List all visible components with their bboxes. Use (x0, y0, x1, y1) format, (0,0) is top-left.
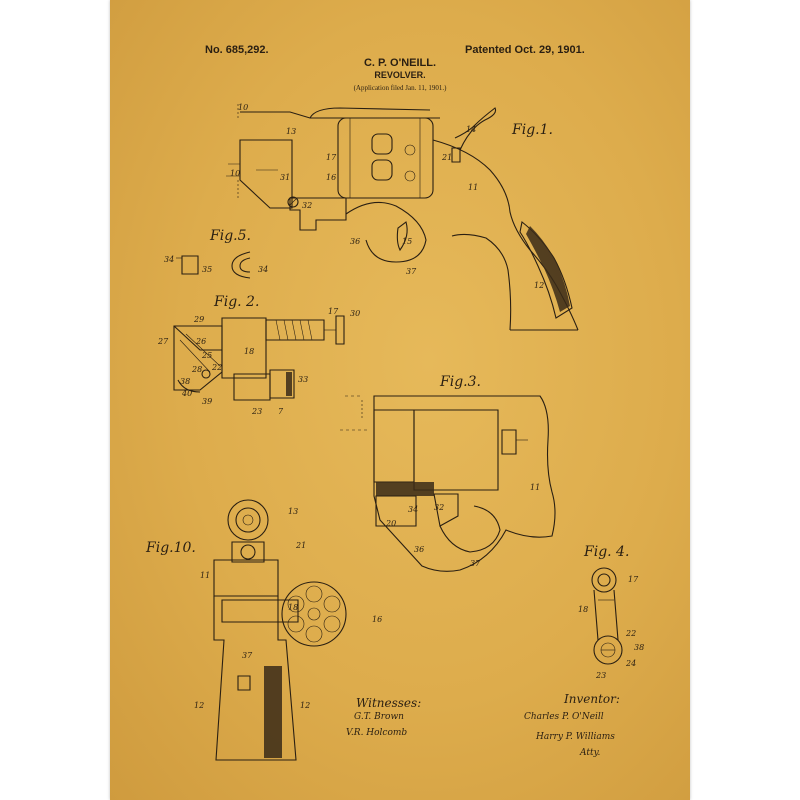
fig1-reference-numeral: 12 (534, 281, 544, 290)
fig2-reference-numeral: 26 (195, 337, 206, 346)
patent-title: REVOLVER. (374, 70, 426, 80)
fig5-reference-numeral: 34 (258, 265, 268, 274)
fig10-reference-numeral: 21 (295, 541, 306, 550)
fig2-reference-numeral: 39 (202, 397, 212, 406)
fig10-drawing (214, 500, 346, 760)
inventor-name: C. P. O'NEILL. (363, 57, 437, 69)
witness-signature-1: G.T. Brown (354, 712, 404, 722)
fig2-reference-numeral: 27 (157, 337, 169, 346)
patent-number: No. 685,292. (205, 44, 269, 56)
fig1-reference-numeral: 13 (286, 127, 296, 136)
inventor-signature: Charles P. O'Neill (524, 712, 604, 722)
fig2-reference-numeral: 18 (244, 347, 254, 356)
fig2-label: Fig. 2. (214, 294, 260, 310)
fig1-reference-numeral: 11 (468, 183, 478, 192)
fig2-reference-numeral: 17 (328, 307, 339, 316)
application-date: (Application filed Jan. 11, 1901.) (353, 84, 447, 92)
patent-drawings: 10 13 14 17 16 21 31 32 11 36 15 37 12 10 34 35 34 29 18 17… (157, 103, 644, 800)
fig10-reference-numeral: 18 (288, 603, 298, 612)
patent-date: Patented Oct. 29, 1901. (465, 44, 585, 56)
fig2-reference-numeral: 30 (350, 309, 360, 318)
fig10-reference-numeral: 37 (242, 651, 253, 660)
fig4-reference-numeral: 38 (634, 643, 644, 652)
fig1-reference-numeral: 31 (280, 173, 290, 182)
inventor-label: Inventor: (564, 692, 620, 706)
fig10-reference-numeral: 11 (200, 571, 210, 580)
fig2-drawing (174, 316, 344, 400)
fig5-reference-numeral: 35 (202, 265, 212, 274)
fig1-reference-numeral: 17 (326, 153, 337, 162)
fig1-reference-numeral: 36 (350, 237, 360, 246)
fig3-reference-numeral: 36 (414, 545, 424, 554)
fig1-reference-numeral: 16 (326, 173, 336, 182)
witnesses-label: Witnesses: (356, 696, 422, 710)
fig4-reference-numeral: 22 (625, 629, 636, 638)
fig10-reference-numeral: 16 (372, 615, 382, 624)
fig1-reference-numeral: 14 (466, 125, 476, 134)
fig2-reference-numeral: 40 (181, 389, 192, 398)
fig4-reference-numeral: 24 (625, 659, 636, 668)
fig2-reference-numeral: 25 (201, 351, 212, 360)
fig5-label: Fig.5. (210, 228, 251, 244)
fig1-reference-numeral: 10 (230, 169, 240, 178)
fig4-reference-numeral: 18 (578, 605, 588, 614)
fig3-drawing (340, 396, 555, 571)
fig1-reference-numeral: 21 (441, 153, 452, 162)
fig10-reference-numeral: 13 (288, 507, 298, 516)
fig2-reference-numeral: 29 (193, 315, 204, 324)
fig3-reference-numeral: 37 (470, 559, 481, 568)
fig2-reference-numeral: 7 (278, 407, 284, 416)
attorney-title: Atty. (580, 748, 601, 758)
fig3-reference-numeral: 32 (434, 503, 444, 512)
patent-sheet: No. 685,292. Patented Oct. 29, 1901. C. … (110, 0, 690, 800)
fig10-reference-numeral: 12 (300, 701, 310, 710)
fig10-reference-numeral: 12 (194, 701, 204, 710)
fig1-reference-numeral: 32 (302, 201, 312, 210)
fig3-label: Fig.3. (440, 374, 481, 390)
fig1-reference-numeral: 37 (406, 267, 417, 276)
fig2-reference-numeral: 38 (180, 377, 190, 386)
fig1-drawing (226, 104, 578, 330)
fig10-label: Fig.10. (146, 540, 196, 556)
fig3-reference-numeral: 34 (408, 505, 418, 514)
fig4-drawing (592, 568, 622, 664)
fig2-reference-numeral: 33 (298, 375, 308, 384)
witness-signature-2: V.R. Holcomb (346, 728, 408, 738)
fig5-reference-numeral: 34 (164, 255, 174, 264)
attorney-signature: Harry P. Williams (536, 732, 615, 742)
fig4-label: Fig. 4. (584, 544, 630, 560)
fig3-reference-numeral: 20 (385, 519, 396, 528)
fig2-reference-numeral: 22 (211, 363, 222, 372)
fig3-reference-numeral: 11 (530, 483, 540, 492)
fig1-reference-numeral: 15 (402, 237, 412, 246)
fig2-reference-numeral: 28 (191, 365, 202, 374)
fig1-reference-numeral: 10 (238, 103, 248, 112)
fig4-reference-numeral: 23 (595, 671, 606, 680)
fig1-label: Fig.1. (512, 122, 553, 138)
fig2-reference-numeral: 23 (251, 407, 262, 416)
fig4-reference-numeral: 17 (628, 575, 639, 584)
fig5-drawing (176, 252, 250, 278)
